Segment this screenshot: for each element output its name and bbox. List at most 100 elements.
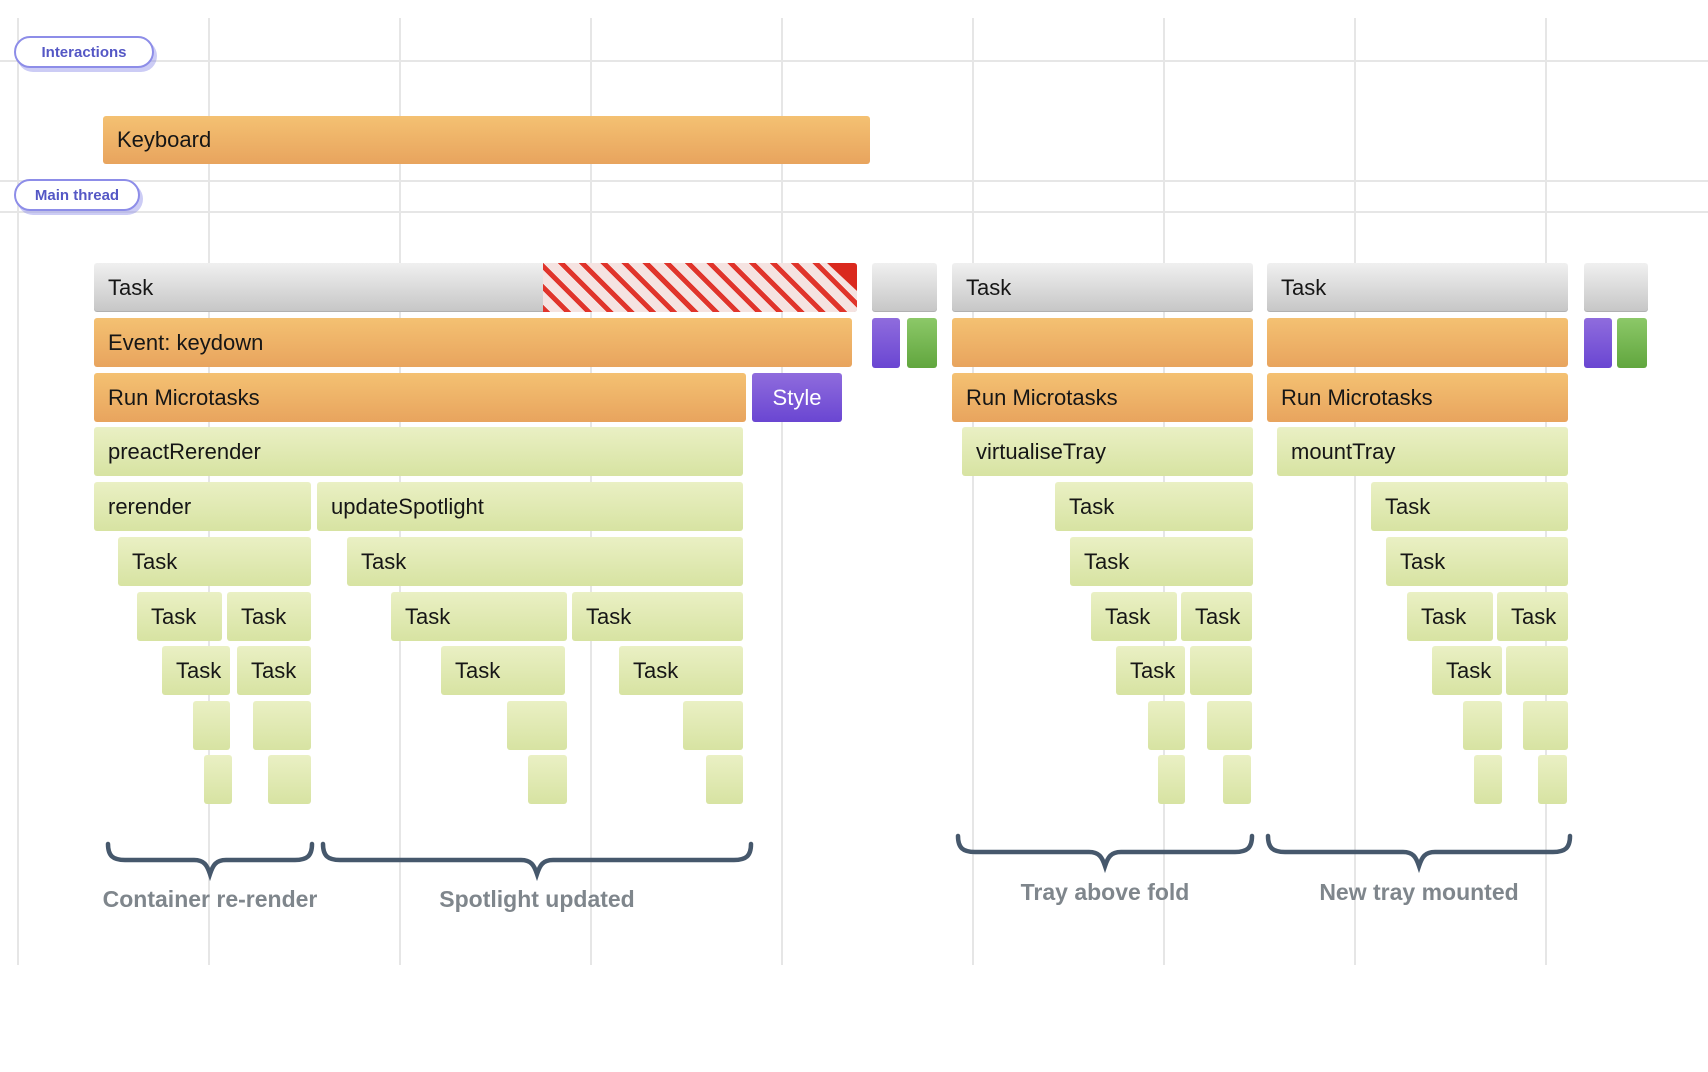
flame-bar-task[interactable]: Task: [1407, 592, 1493, 641]
flame-bar-preactrerender[interactable]: preactRerender: [94, 427, 743, 476]
flame-bar-task[interactable]: Task: [1055, 482, 1253, 531]
flame-bar-label: Task: [1130, 657, 1176, 683]
flame-bar-updatespotlight[interactable]: updateSpotlight: [317, 482, 743, 531]
flame-bar-green[interactable]: [1223, 755, 1251, 804]
gridline-vertical: [781, 18, 783, 965]
flame-bar-green[interactable]: [1523, 701, 1568, 750]
gridline-horizontal: [0, 60, 1708, 62]
flame-bar-label: Task: [1446, 657, 1492, 683]
flame-bar-purple[interactable]: [1584, 318, 1612, 368]
long-task-hatch-overlay: [543, 263, 857, 312]
flame-bar-green[interactable]: [1474, 755, 1502, 804]
flame-bar-task[interactable]: Task: [347, 537, 743, 586]
flame-bar-task[interactable]: Task: [1497, 592, 1568, 641]
flame-bar-label: preactRerender: [108, 438, 261, 464]
flame-bar-green[interactable]: [1207, 701, 1252, 750]
flame-bar-label: Task: [151, 603, 197, 629]
flame-bar-task[interactable]: Task: [1181, 592, 1252, 641]
flame-bar-label: Style: [772, 384, 822, 410]
flame-bar-green[interactable]: [706, 755, 743, 804]
flame-bar-green[interactable]: [507, 701, 567, 750]
flame-bar-label: updateSpotlight: [331, 493, 484, 519]
flame-bar-green[interactable]: [1158, 755, 1185, 804]
flame-bar-style[interactable]: Style: [752, 373, 842, 422]
flame-bar-event-keydown[interactable]: Event: keydown: [94, 318, 852, 367]
gridline-horizontal: [0, 211, 1708, 213]
flame-bar-mounttray[interactable]: mountTray: [1277, 427, 1568, 476]
flame-bar-label: Task: [176, 657, 222, 683]
flame-bar-label: Task: [1084, 548, 1130, 574]
annotation-brace: [1265, 833, 1573, 874]
flame-bar-paint[interactable]: [907, 318, 937, 368]
flame-bar-task[interactable]: Task: [619, 646, 743, 695]
flame-bar-label: Task: [1400, 548, 1446, 574]
flame-bar-label: Task: [1105, 603, 1151, 629]
flame-bar-green[interactable]: [204, 755, 232, 804]
flame-bar-task[interactable]: Task: [1070, 537, 1253, 586]
interactions-track-label-text: Interactions: [41, 43, 127, 61]
flame-bar-paint[interactable]: [1617, 318, 1647, 368]
main-thread-track-label[interactable]: Main thread: [14, 179, 140, 211]
flame-bar-green[interactable]: [683, 701, 743, 750]
flame-bar-task[interactable]: Task: [237, 646, 311, 695]
flame-bar-label: Run Microtasks: [108, 384, 260, 410]
flame-bar-label: Run Microtasks: [1281, 384, 1433, 410]
flame-bar-gray[interactable]: [1584, 263, 1648, 312]
flame-bar-gray[interactable]: [872, 263, 937, 312]
flame-bar-run-microtasks[interactable]: Run Microtasks: [952, 373, 1253, 422]
flame-bar-task[interactable]: Task: [1432, 646, 1502, 695]
flame-bar-green[interactable]: [268, 755, 311, 804]
flame-bar-label: Task: [241, 603, 287, 629]
annotation-label-tray-above-fold: Tray above fold: [1020, 879, 1190, 905]
flame-bar-task[interactable]: Task: [952, 263, 1253, 312]
flame-bar-green[interactable]: [1506, 646, 1568, 695]
flame-bar-label: Task: [455, 657, 501, 683]
flame-bar-task[interactable]: Task: [572, 592, 743, 641]
flame-bar-task[interactable]: Task: [1116, 646, 1185, 695]
flame-bar-label: mountTray: [1291, 438, 1396, 464]
flame-bar-label: Task: [633, 657, 679, 683]
flame-bar-task[interactable]: Task: [227, 592, 311, 641]
flame-bar-label: Task: [405, 603, 451, 629]
flame-bar-green[interactable]: [1190, 646, 1252, 695]
flame-bar-green[interactable]: [528, 755, 567, 804]
annotation-brace: [320, 841, 754, 882]
annotation-brace: [955, 833, 1255, 874]
flame-bar-label: Task: [108, 274, 154, 300]
flame-bar-rerender[interactable]: rerender: [94, 482, 311, 531]
flame-bar-task[interactable]: Task: [94, 263, 857, 312]
flame-bar-task[interactable]: Task: [1091, 592, 1177, 641]
flame-bar-task[interactable]: Task: [162, 646, 230, 695]
flame-bar-green[interactable]: [193, 701, 230, 750]
flame-bar-purple[interactable]: [872, 318, 900, 368]
flame-bar-task[interactable]: Task: [118, 537, 311, 586]
flame-bar-orange[interactable]: [1267, 318, 1568, 367]
flame-bar-label: Task: [1385, 493, 1431, 519]
flame-bar-run-microtasks[interactable]: Run Microtasks: [94, 373, 746, 422]
flame-bar-green[interactable]: [1538, 755, 1567, 804]
flame-bar-task[interactable]: Task: [441, 646, 565, 695]
flame-bar-label: Task: [1511, 603, 1557, 629]
flame-bar-task[interactable]: Task: [391, 592, 567, 641]
main-thread-track-label-text: Main thread: [34, 186, 120, 204]
flame-bar-green[interactable]: [253, 701, 311, 750]
flame-bar-label: rerender: [108, 493, 192, 519]
flame-bar-label: Keyboard: [117, 127, 212, 152]
flame-bar-label: Run Microtasks: [966, 384, 1118, 410]
flame-bar-label: Task: [132, 548, 178, 574]
flame-bar-task[interactable]: Task: [1371, 482, 1568, 531]
flame-bar-green[interactable]: [1463, 701, 1502, 750]
flame-bar-label: Task: [1281, 274, 1327, 300]
flame-bar-orange[interactable]: [952, 318, 1253, 367]
flame-bar-task[interactable]: Task: [1386, 537, 1568, 586]
flame-bar-green[interactable]: [1148, 701, 1185, 750]
flame-bar-label: Task: [361, 548, 407, 574]
annotation-label-container-re-render: Container re-render: [102, 886, 318, 912]
flame-bar-label: Task: [251, 657, 297, 683]
flame-bar-task[interactable]: Task: [137, 592, 222, 641]
flame-bar-virtualisetray[interactable]: virtualiseTray: [962, 427, 1253, 476]
flame-bar-keyboard[interactable]: Keyboard: [103, 116, 870, 164]
flame-bar-run-microtasks[interactable]: Run Microtasks: [1267, 373, 1568, 422]
flame-bar-task[interactable]: Task: [1267, 263, 1568, 312]
interactions-track-label[interactable]: Interactions: [14, 36, 154, 68]
